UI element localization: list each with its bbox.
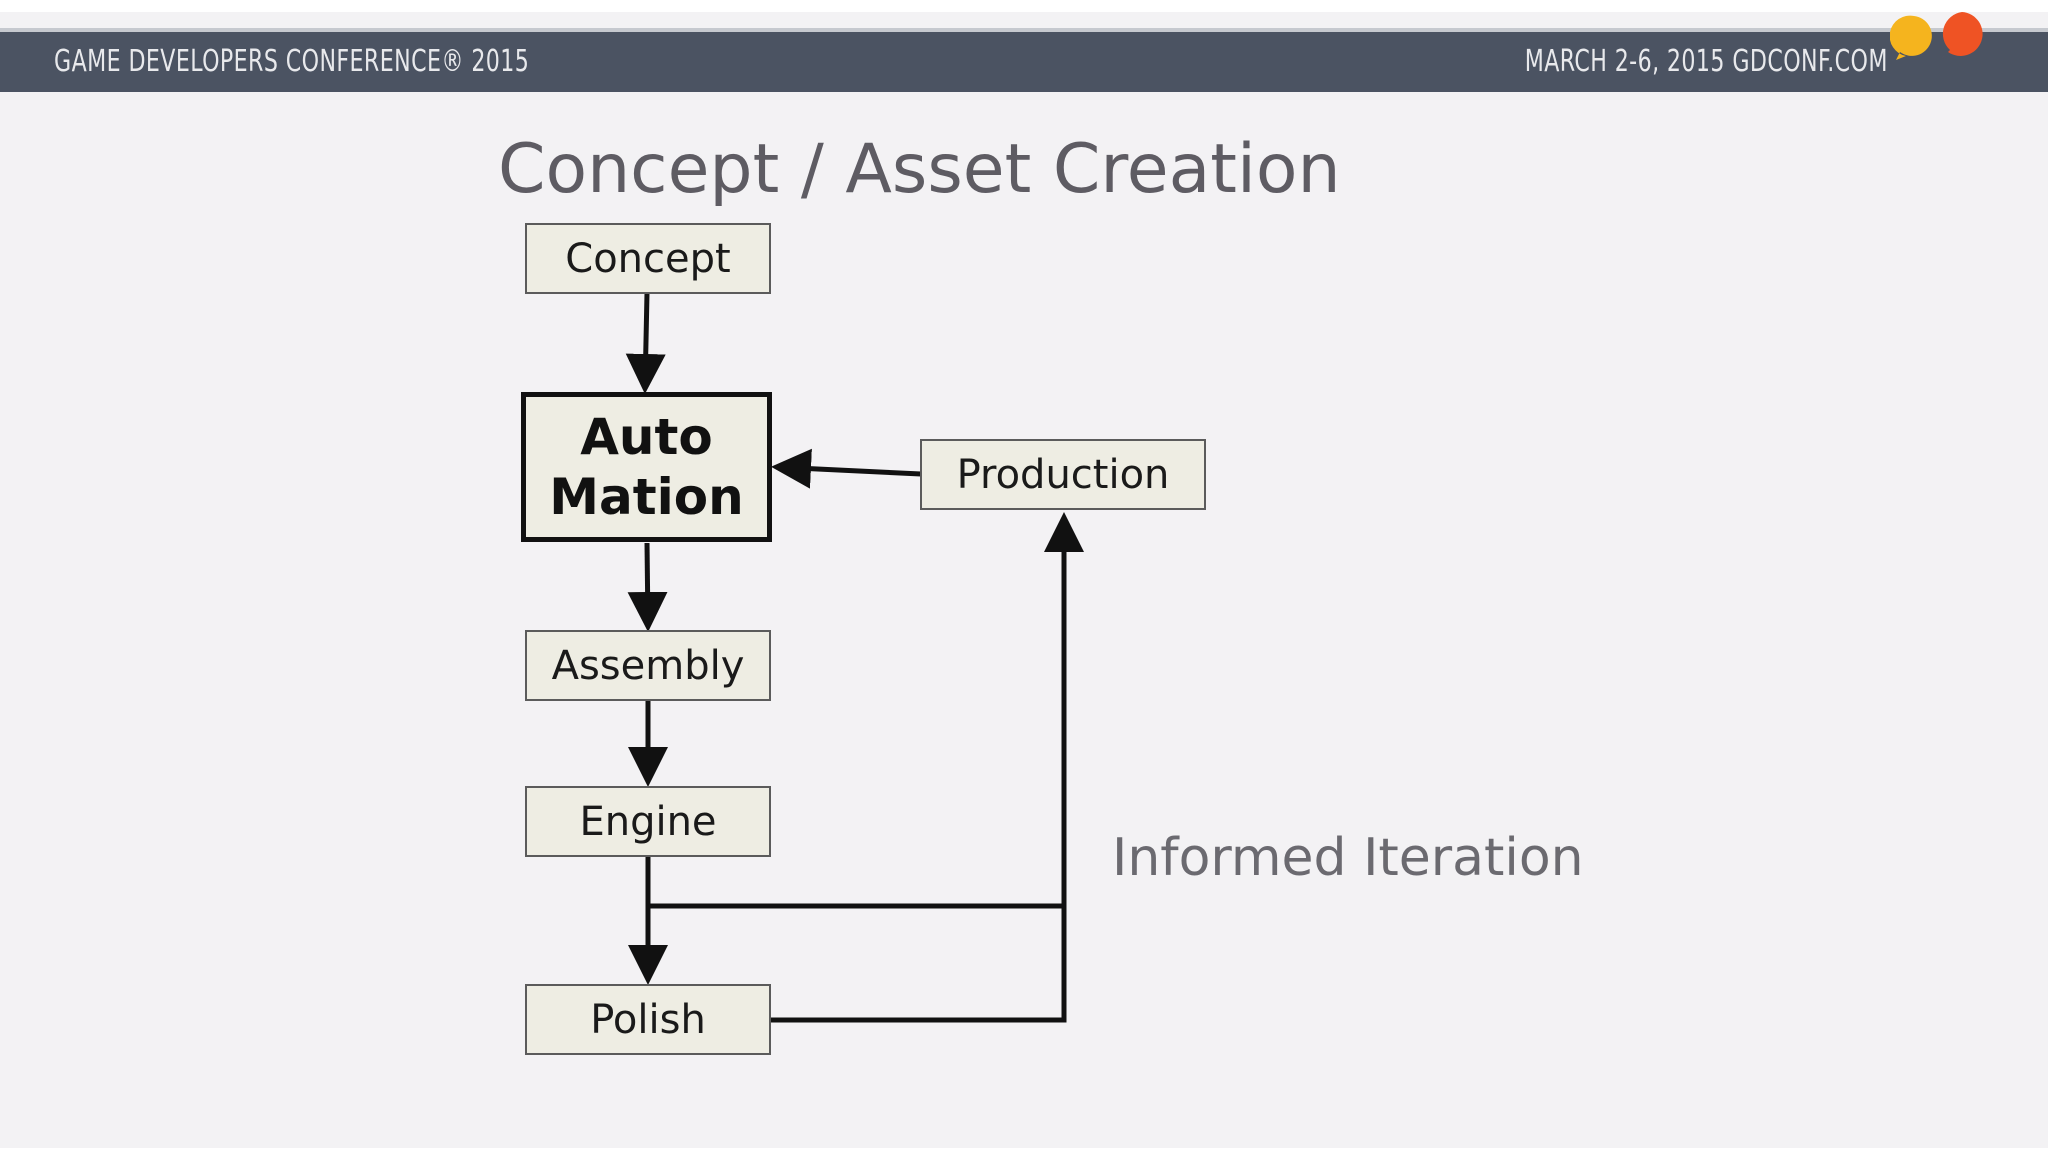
header-bar [0, 32, 2048, 92]
node-polish: Polish [525, 984, 771, 1055]
conference-name: GAME DEVELOPERS CONFERENCE® 2015 [54, 44, 530, 79]
arrow-production-to-automation [771, 448, 922, 489]
top-strip [0, 0, 2048, 12]
feedback-line-polish [770, 906, 1067, 1023]
node-automation-line2: Mation [549, 468, 744, 526]
conference-dates-url: MARCH 2-6, 2015 GDCONF.COM [1524, 44, 1888, 79]
bottom-line [0, 1148, 2048, 1152]
node-assembly: Assembly [525, 630, 771, 701]
logo-orange-bubble [1942, 12, 1983, 58]
slide-title: Concept / Asset Creation [498, 130, 1341, 209]
node-production: Production [920, 439, 1206, 510]
node-automation-line1: Auto [580, 408, 713, 466]
node-concept: Concept [525, 223, 771, 294]
node-automation: Auto Mation [521, 392, 772, 542]
logo-yellow-bubble [1890, 15, 1932, 60]
gdc-logo-icon [1890, 12, 1983, 60]
arrow-concept-to-automation [625, 292, 666, 394]
node-engine: Engine [525, 786, 771, 857]
top-rule [0, 28, 2048, 32]
informed-iteration-label: Informed Iteration [1112, 828, 1584, 888]
arrow-automation-to-assembly [627, 542, 668, 632]
